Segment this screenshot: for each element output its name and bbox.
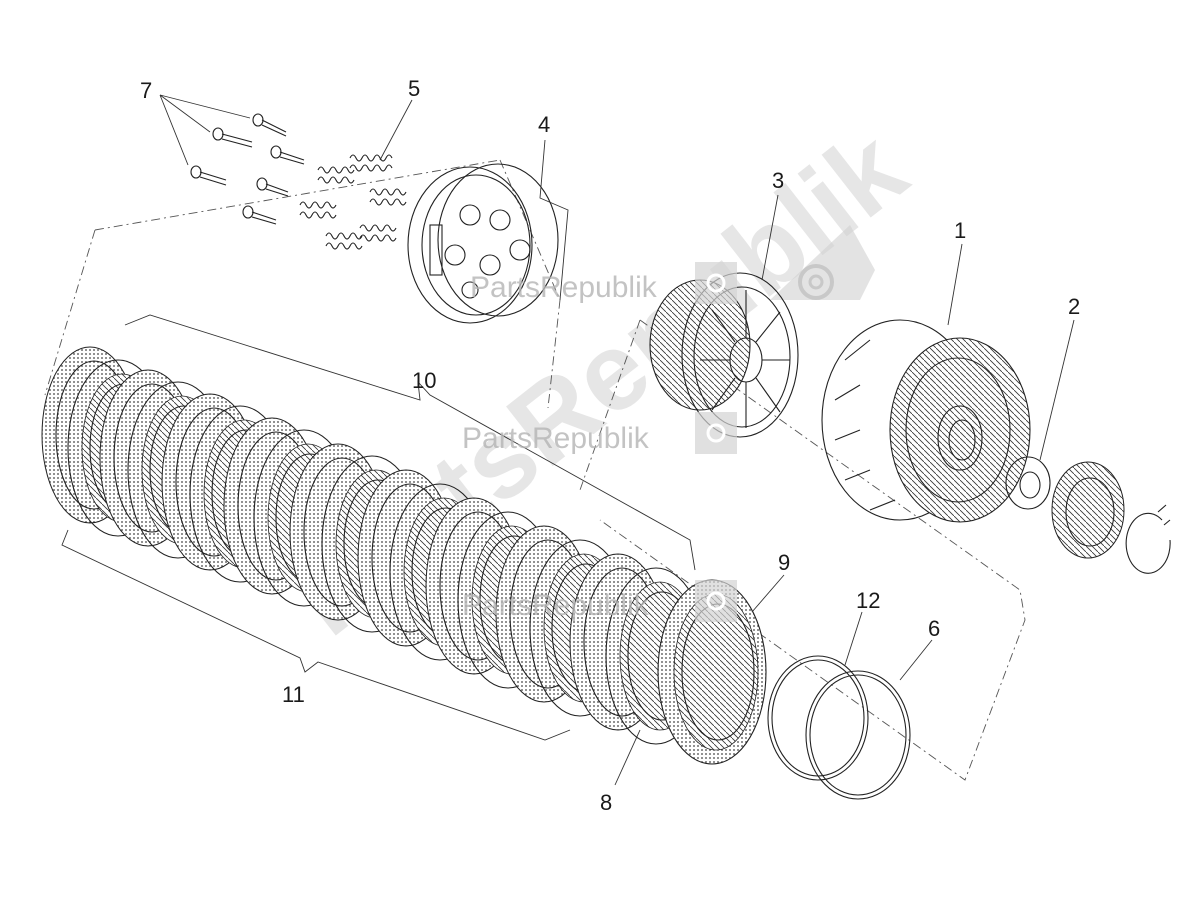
washer-icon: [1005, 456, 1051, 510]
watermark-text-1: PartsRepublik: [470, 271, 658, 304]
leader-8: [614, 729, 641, 786]
gear-icon: [695, 580, 737, 622]
callout-12[interactable]: 12: [856, 588, 880, 613]
leader-9: [751, 574, 785, 613]
leader-4: [539, 139, 569, 301]
ring-6-icon: [805, 670, 911, 800]
clutch-plate-stack: [41, 346, 767, 765]
bolt-icon: [190, 165, 227, 186]
spring-icon: [369, 188, 407, 206]
spring-icon: [317, 166, 355, 184]
leader-6: [899, 639, 933, 681]
leader-3: [761, 194, 779, 281]
watermark-text-2: PartsRepublik: [462, 422, 650, 455]
leader-12: [844, 611, 863, 666]
watermark-text-3: PartsRepublik: [462, 589, 650, 622]
callout-11[interactable]: 11: [282, 682, 305, 707]
springs-group: [299, 154, 407, 250]
bolt-icon: [212, 127, 253, 148]
spring-icon: [349, 154, 393, 172]
pressure-plate: [407, 163, 559, 324]
clutch-basket: [821, 319, 1031, 523]
callout-5[interactable]: 5: [408, 76, 420, 101]
gear-icon: [695, 262, 737, 304]
callout-9[interactable]: 9: [778, 550, 790, 575]
ring-12-icon: [767, 655, 869, 781]
callout-8[interactable]: 8: [600, 790, 612, 815]
gear-icon: [695, 412, 737, 454]
spring-icon: [325, 232, 363, 250]
boundary-hub: [599, 319, 1026, 781]
callout-10[interactable]: 10: [412, 368, 436, 393]
gear-icon: [798, 264, 834, 300]
bracket-11: [61, 529, 571, 741]
gear-icon: [1051, 461, 1125, 559]
leader-lines: [159, 94, 1075, 786]
callout-6[interactable]: 6: [928, 616, 940, 641]
leader-2: [1039, 319, 1075, 461]
watermark-flag-shape: [770, 225, 875, 300]
spring-icon: [359, 224, 397, 242]
friction-plate-last: [657, 579, 767, 765]
callout-2[interactable]: 2: [1068, 294, 1080, 319]
callout-labels: 1 2 3 4 5 6 7 8 9 10 11 12: [140, 76, 1080, 815]
circlip-icon: [1125, 504, 1171, 574]
spring-icon: [299, 201, 337, 219]
inner-clutch-hub: [649, 272, 799, 438]
bolt-icon: [242, 205, 277, 225]
bolt-icon: [252, 113, 287, 137]
leader-7: [159, 94, 251, 166]
bolts-group: [190, 113, 305, 225]
callout-4[interactable]: 4: [538, 112, 550, 137]
callout-3[interactable]: 3: [772, 168, 784, 193]
leader-1: [947, 243, 963, 326]
leader-5: [379, 99, 413, 161]
wire-rings: [767, 655, 911, 800]
watermark-brand: PartsRepublik PartsRepublik PartsRepubli…: [462, 262, 834, 622]
callout-7[interactable]: 7: [140, 78, 152, 103]
bolt-icon: [256, 177, 289, 197]
bolt-icon: [270, 145, 305, 165]
washer-gear-circlip: [1005, 456, 1171, 574]
bracket-10: [124, 314, 696, 571]
callout-1[interactable]: 1: [954, 218, 966, 243]
boundary-hub-left: [579, 319, 641, 491]
